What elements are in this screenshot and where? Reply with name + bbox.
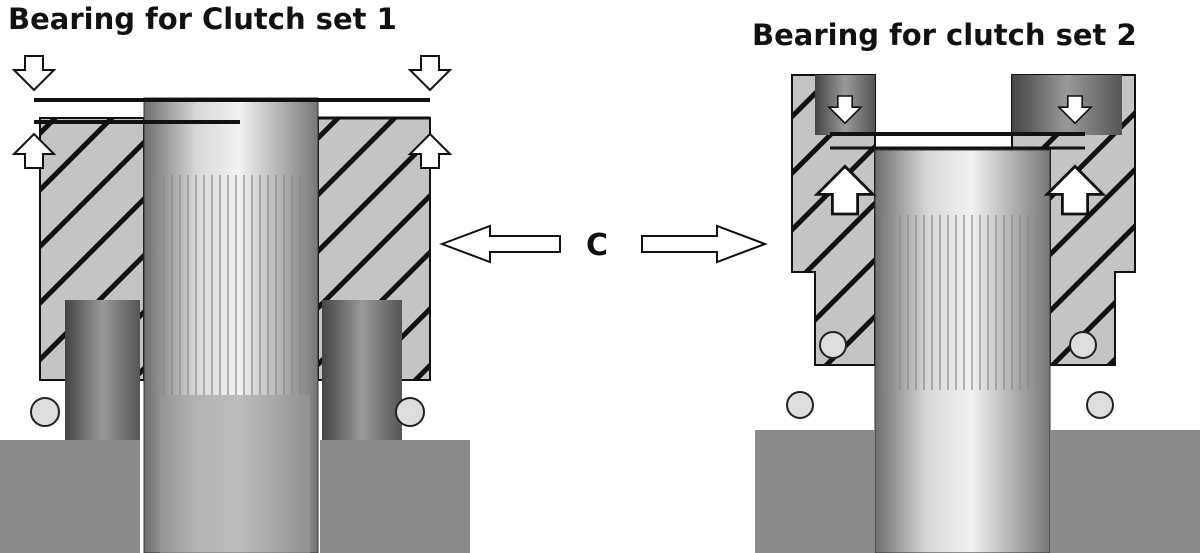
lower-casing-left bbox=[755, 430, 875, 553]
label-bearing-clutch-set-2: Bearing for clutch set 2 bbox=[752, 18, 1137, 52]
arrow-right-icon bbox=[641, 224, 768, 264]
ball-bearing-right bbox=[1069, 331, 1097, 359]
arrow-down-icon bbox=[13, 55, 55, 91]
bearing-bore-left bbox=[65, 300, 140, 450]
lower-casing-left bbox=[0, 440, 140, 553]
arrow-down-icon bbox=[409, 55, 451, 91]
assembly-clutch-set-2 bbox=[755, 74, 1200, 553]
shaft-splines bbox=[150, 175, 310, 395]
lower-casing-right bbox=[320, 440, 470, 553]
label-bearing-clutch-set-1: Bearing for Clutch set 1 bbox=[8, 2, 397, 36]
lower-casing-right bbox=[1050, 430, 1200, 553]
shaft-lower bbox=[160, 395, 310, 553]
ball-bearing-left bbox=[819, 331, 847, 359]
shaft-splines bbox=[882, 215, 1042, 390]
arrow-left-icon bbox=[439, 224, 561, 264]
ball-bearing-left bbox=[30, 397, 60, 427]
assembly-clutch-set-1 bbox=[0, 55, 470, 553]
bearing-bore-right bbox=[322, 300, 402, 450]
label-c: C bbox=[586, 228, 609, 263]
ball-bearing-right bbox=[395, 397, 425, 427]
